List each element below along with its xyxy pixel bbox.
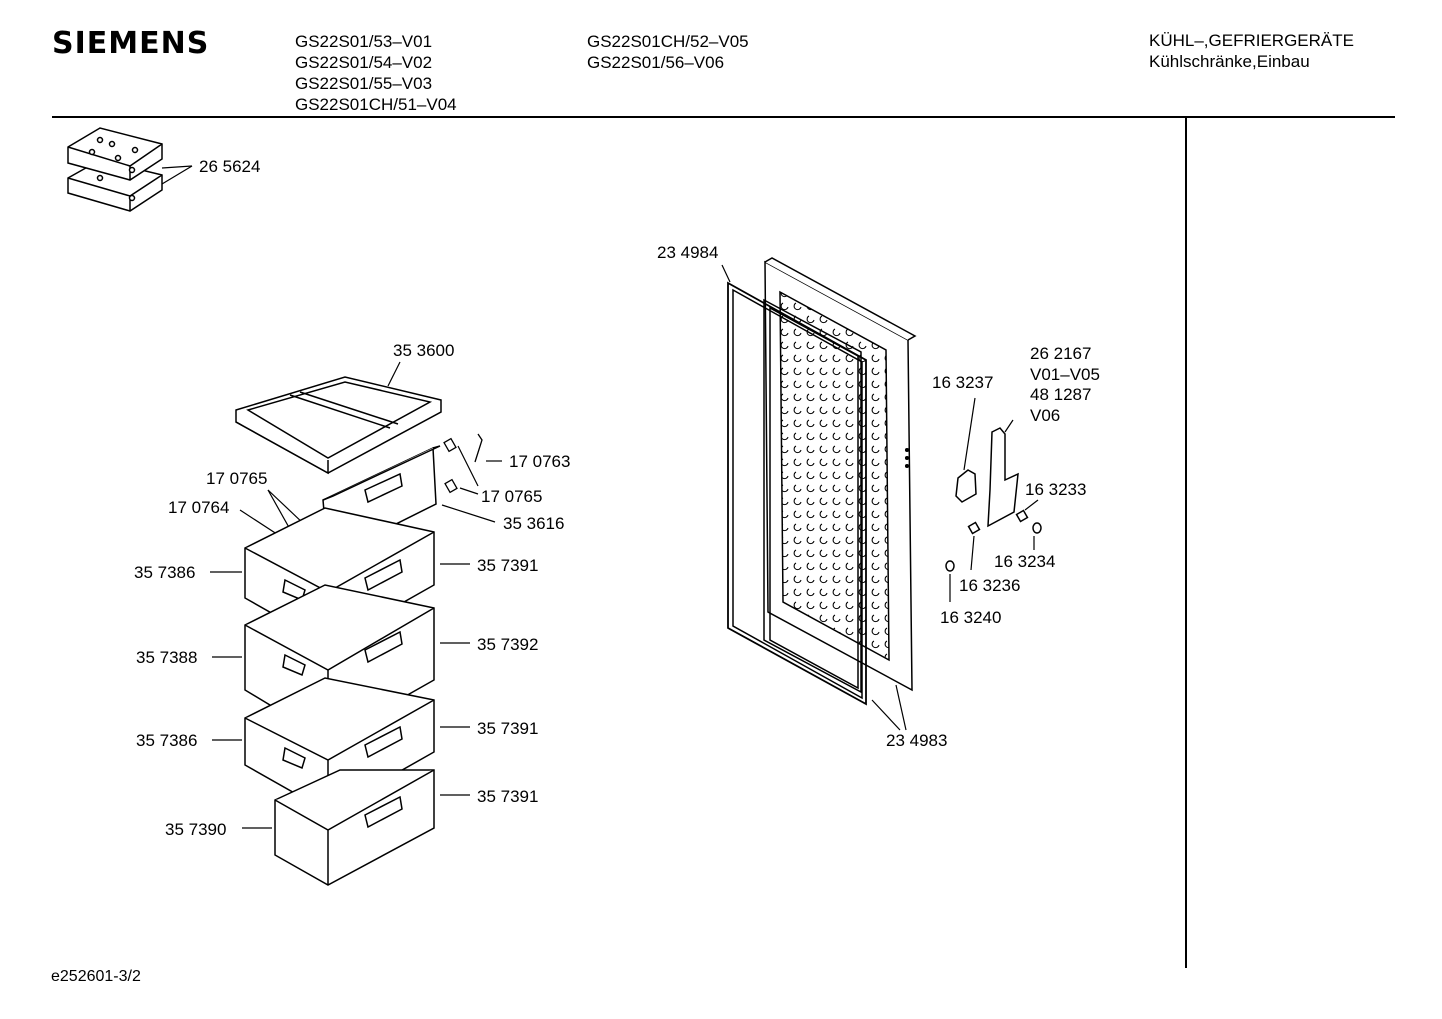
drawer-4 [274, 769, 435, 886]
label-357386-bottom: 35 7386 [136, 731, 197, 750]
model-item: GS22S01/55–V03 [295, 74, 433, 93]
tray-illustration [235, 376, 442, 475]
door-illustration [727, 257, 917, 706]
label-v06: V06 [1030, 406, 1060, 425]
category-sub: Kühlschränke,Einbau [1149, 52, 1310, 71]
model-list-1: GS22S01/53–V01 GS22S01/54–V02 GS22S01/55… [295, 31, 457, 115]
label-353600: 35 3600 [393, 341, 454, 360]
label-170765-right: 17 0765 [481, 487, 542, 506]
label-163234: 16 3234 [994, 552, 1055, 571]
label-262167: 26 2167 [1030, 344, 1091, 363]
cold-pack-illustration [67, 127, 163, 212]
label-v01-v05: V01–V05 [1030, 365, 1100, 384]
label-265624: 26 5624 [199, 157, 260, 176]
label-163237: 16 3237 [932, 373, 993, 392]
label-353616: 35 3616 [503, 514, 564, 533]
label-170763: 17 0763 [509, 452, 570, 471]
label-234983: 23 4983 [886, 731, 947, 750]
label-163240: 16 3240 [940, 608, 1001, 627]
hinge-bracket-illustration [945, 427, 1042, 572]
label-357388: 35 7388 [136, 648, 197, 667]
model-item: GS22S01CH/52–V05 [587, 32, 749, 51]
category-block: KÜHL–,GEFRIERGERÄTE Kühlschränke,Einbau [1149, 30, 1354, 72]
label-163236: 16 3236 [959, 576, 1020, 595]
model-list-2: GS22S01CH/52–V05 GS22S01/56–V06 [587, 31, 749, 73]
label-357386-top: 35 7386 [134, 563, 195, 582]
label-357390: 35 7390 [165, 820, 226, 839]
category-main: KÜHL–,GEFRIERGERÄTE [1149, 31, 1354, 50]
brand-logo: SIEMENS [52, 26, 210, 61]
label-170764: 17 0764 [168, 498, 229, 517]
label-357391-bottom: 35 7391 [477, 787, 538, 806]
model-item: GS22S01/56–V06 [587, 53, 725, 72]
label-357391-top: 35 7391 [477, 556, 538, 575]
label-170765-left: 17 0765 [206, 469, 267, 488]
label-163233: 16 3233 [1025, 480, 1086, 499]
model-item: GS22S01/53–V01 [295, 32, 433, 51]
model-item: GS22S01CH/51–V04 [295, 95, 457, 114]
model-item: GS22S01/54–V02 [295, 53, 433, 72]
label-357392: 35 7392 [477, 635, 538, 654]
label-234984: 23 4984 [657, 243, 718, 262]
label-357391-middle: 35 7391 [477, 719, 538, 738]
document-id: e252601-3/2 [51, 968, 141, 985]
label-481287: 48 1287 [1030, 385, 1091, 404]
